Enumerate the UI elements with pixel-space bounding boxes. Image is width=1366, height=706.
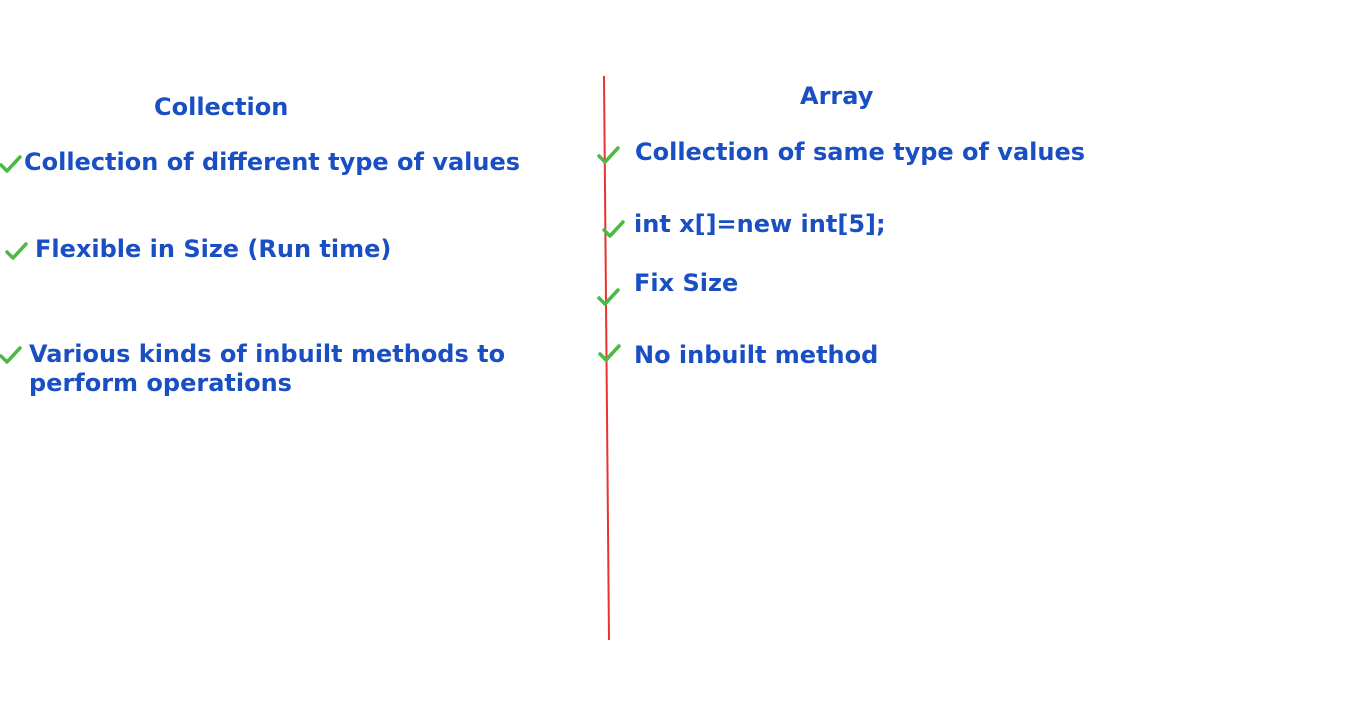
check-icon [0,155,22,173]
left-heading: Collection [154,93,289,121]
left-item-1-text: Collection of different type of values [24,148,521,176]
right-item-4-text: No inbuilt method [634,341,879,369]
right-item-1-text: Collection of same type of values [635,138,1086,166]
check-icon [597,288,620,306]
check-icon [602,220,625,238]
left-item-2-text: Flexible in Size (Run time) [35,235,392,263]
left-item-3-line-2: perform operations [29,369,292,397]
check-icon [5,242,28,260]
left-item-3-line-1: Various kinds of inbuilt methods to [29,340,506,368]
right-item-2-text: int x[]=new int[5]; [634,210,886,238]
right-heading: Array [800,82,874,110]
check-icon [597,146,620,164]
check-icon [598,344,621,362]
right-item-3-text: Fix Size [634,269,739,297]
check-icon [0,346,22,364]
